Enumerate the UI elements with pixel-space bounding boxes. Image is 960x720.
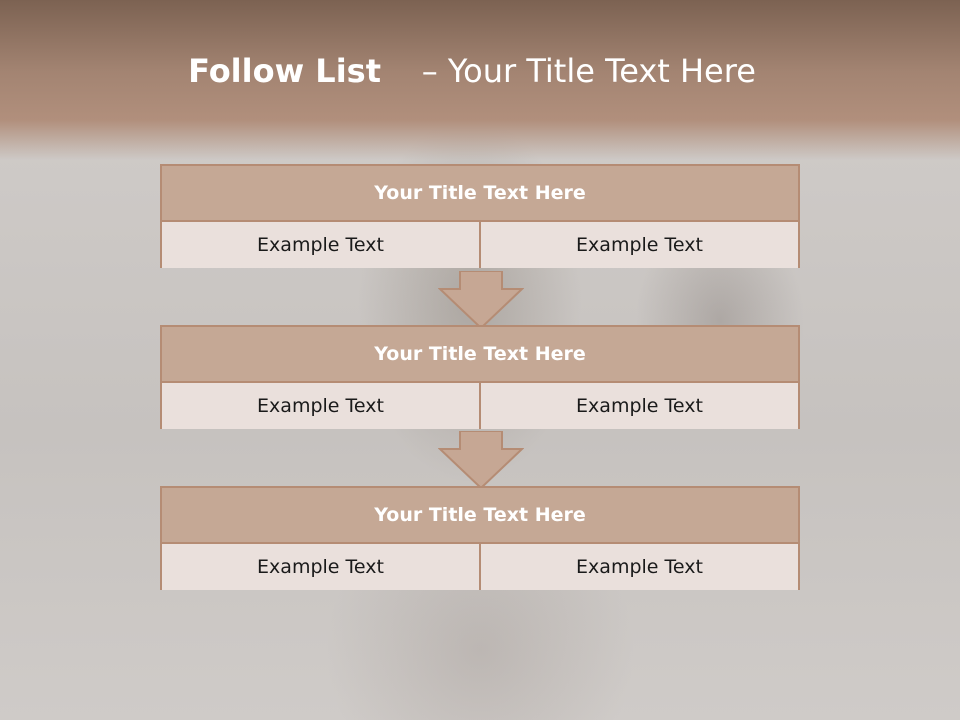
list-block-2: Your Title Text Here Example Text Exampl… [160, 325, 800, 429]
title-strong: Follow List [188, 52, 381, 90]
down-arrow-icon [438, 271, 524, 329]
down-arrow-icon [438, 431, 524, 489]
block-cell-right: Example Text [479, 383, 798, 429]
block-heading: Your Title Text Here [162, 166, 798, 222]
title-rest: – Your Title Text Here [421, 52, 756, 90]
list-block-1: Your Title Text Here Example Text Exampl… [160, 164, 800, 268]
block-row: Example Text Example Text [162, 222, 798, 268]
block-cell-left: Example Text [162, 383, 479, 429]
block-cell-left: Example Text [162, 222, 479, 268]
block-cell-left: Example Text [162, 544, 479, 590]
block-row: Example Text Example Text [162, 383, 798, 429]
block-row: Example Text Example Text [162, 544, 798, 590]
title-spacer [391, 52, 411, 90]
block-cell-right: Example Text [479, 544, 798, 590]
block-heading: Your Title Text Here [162, 327, 798, 383]
block-heading: Your Title Text Here [162, 488, 798, 544]
header-band [0, 0, 960, 160]
slide-title: Follow List – Your Title Text Here [0, 52, 944, 90]
block-cell-right: Example Text [479, 222, 798, 268]
list-block-3: Your Title Text Here Example Text Exampl… [160, 486, 800, 590]
